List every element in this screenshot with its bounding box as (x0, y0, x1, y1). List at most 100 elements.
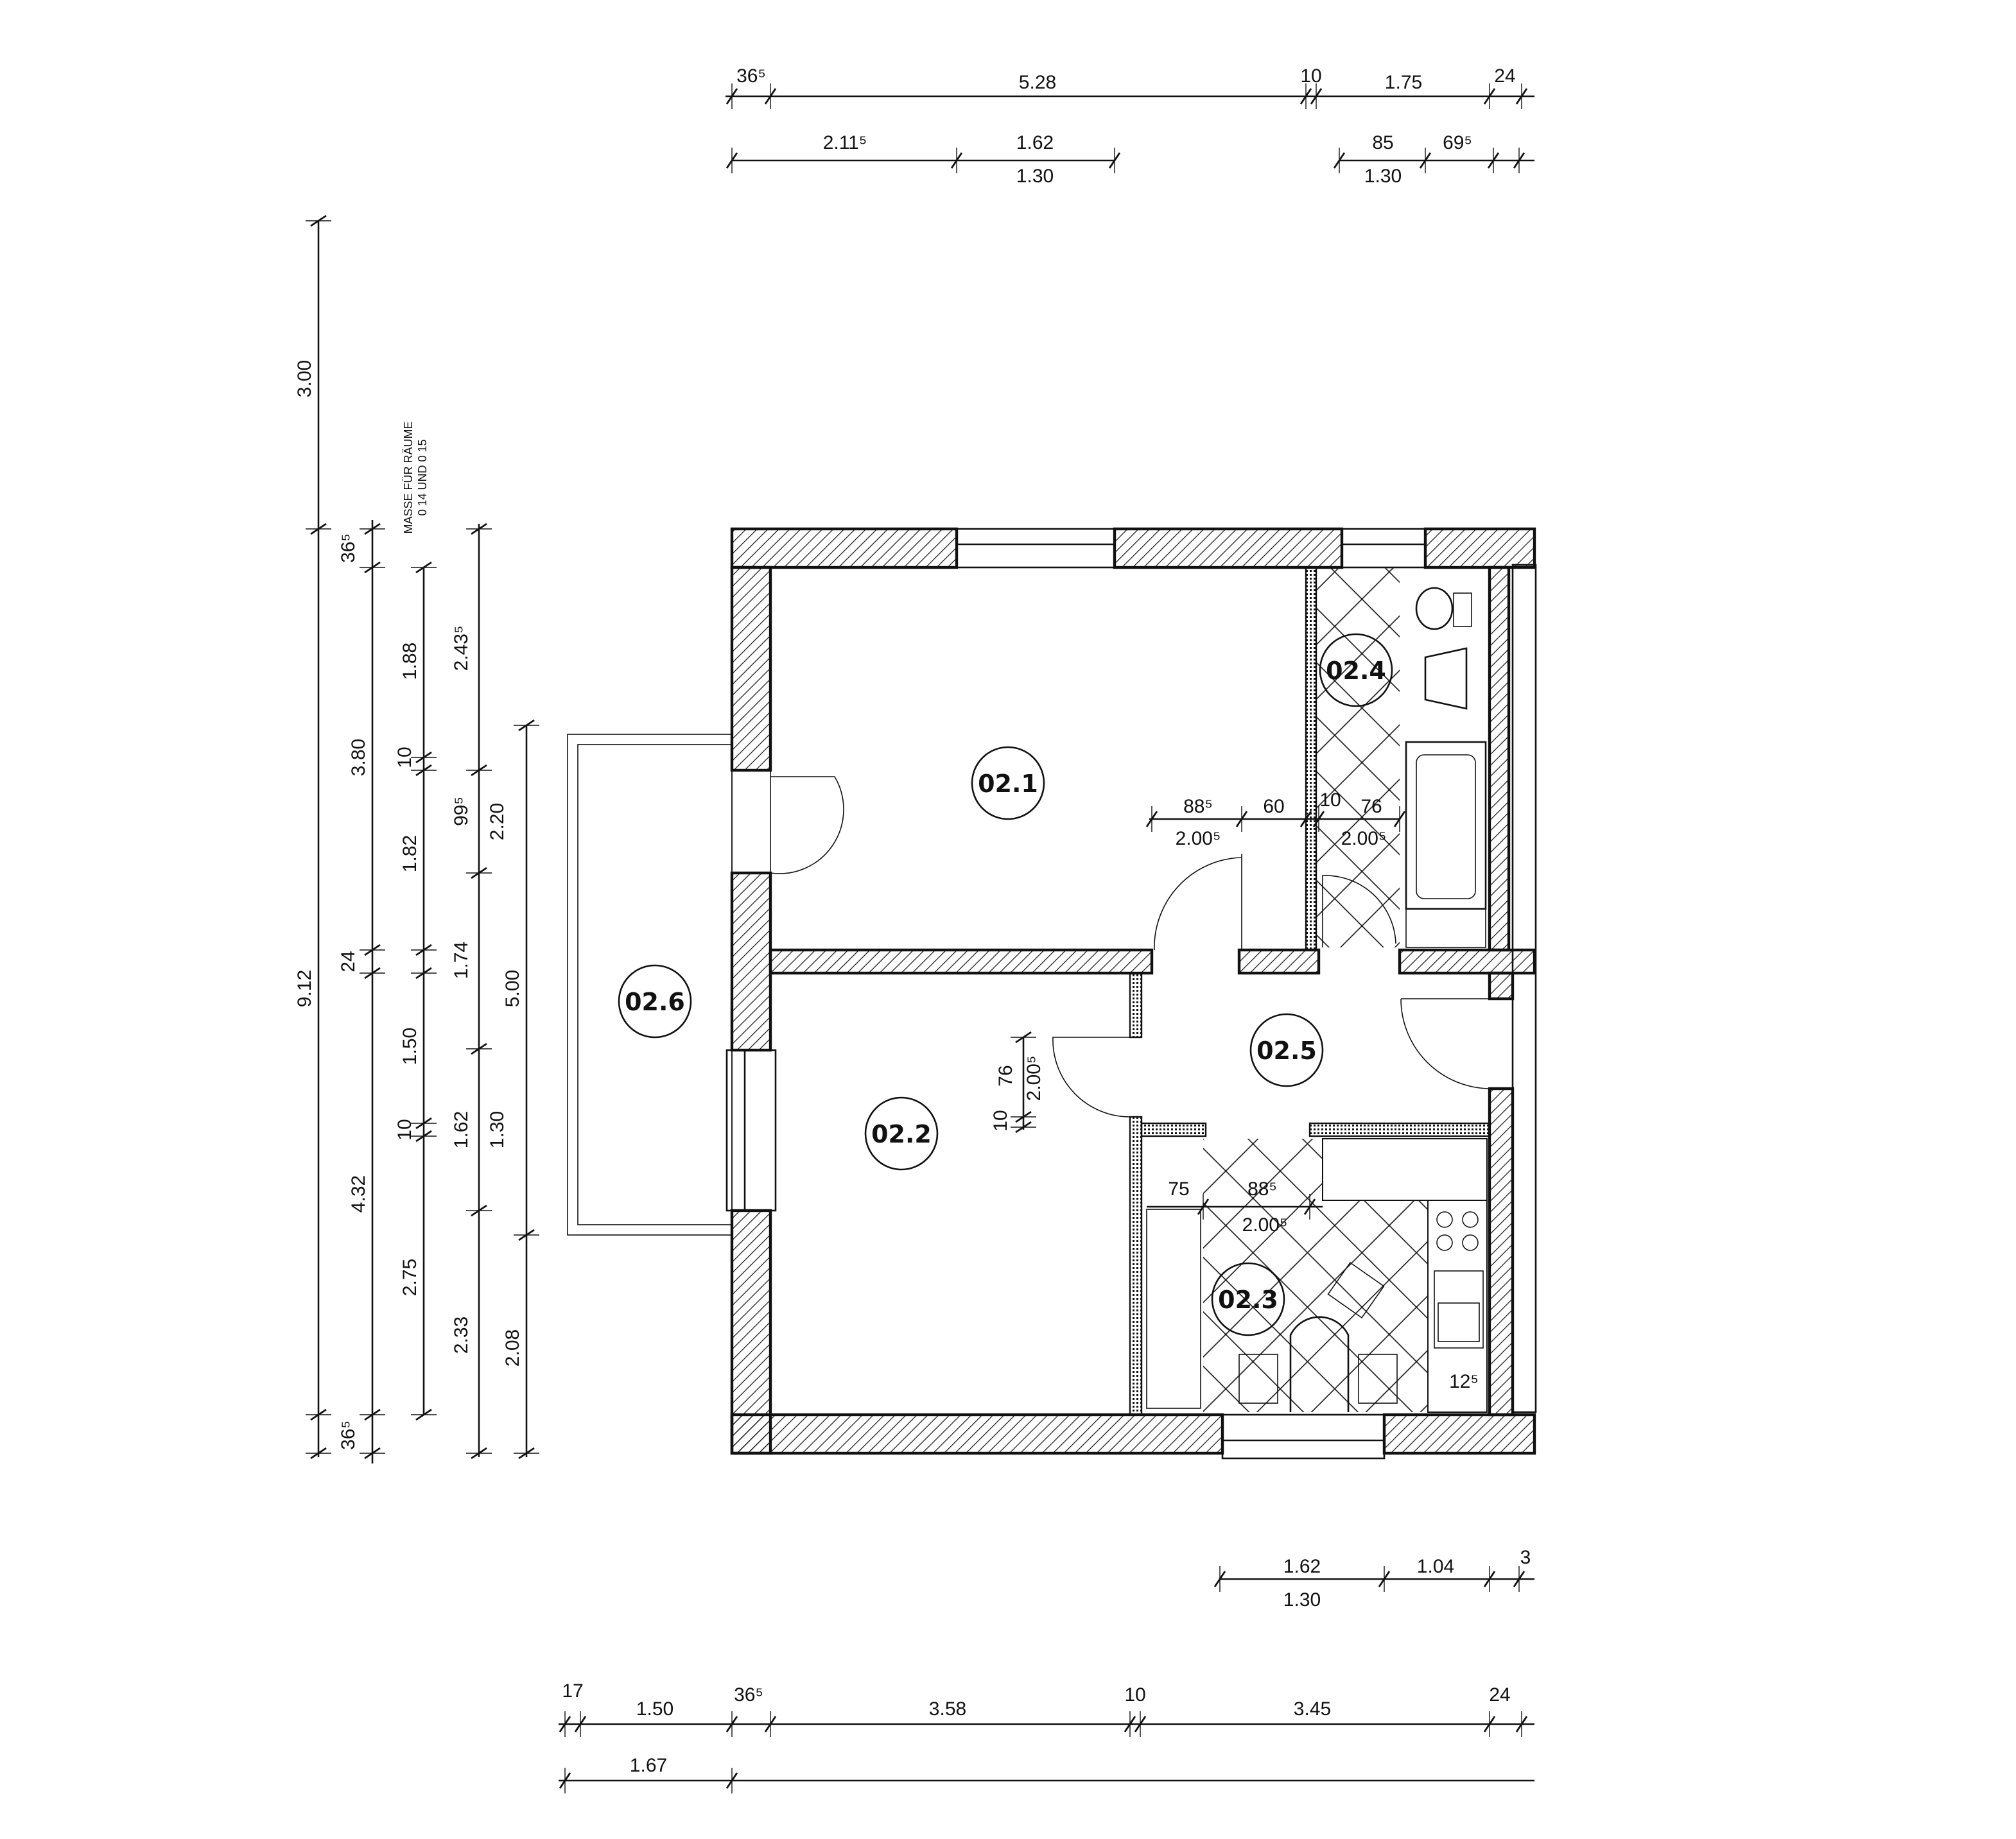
dimension-line (764, 88, 777, 105)
dim-label: 2.08 (502, 1329, 523, 1367)
dimension-line (1213, 1571, 1226, 1587)
dimension-line (1483, 1571, 1496, 1587)
dim-label: 2.75 (399, 1259, 421, 1296)
dim-label: 10 (1319, 790, 1341, 811)
dimension-line (1124, 1716, 1136, 1732)
dim-label: 10 (1124, 1684, 1145, 1705)
room-label: 02.1 (978, 770, 1038, 798)
dim-label: 60 (1263, 796, 1284, 817)
dim-label: 2.11⁵ (823, 132, 867, 153)
dim-label: 2.00⁵ (1242, 1214, 1288, 1236)
dimension-line (726, 1716, 738, 1732)
room-label: 02.5 (1256, 1037, 1317, 1065)
dimension-line (1299, 811, 1312, 827)
dim-label: 3.58 (929, 1698, 966, 1720)
bottom-dimensions: 1.62 1.30 1.04 3 17 1.50 36⁵ 3.58 10 3.4… (562, 1547, 1531, 1776)
dim-label: 85 (1372, 132, 1393, 153)
dimension-lines (306, 83, 1534, 1793)
dimension-line (364, 944, 381, 956)
room-02-1[interactable]: 02.1 (971, 746, 1045, 820)
dimension-line (364, 1447, 381, 1460)
dimension-line (1197, 1198, 1210, 1215)
dimension-line (364, 561, 381, 574)
interior-dimensions: 88⁵ 2.00⁵ 60 10 76 2.00⁵ 76 2.00⁵ 10 75 … (990, 790, 1479, 1392)
dim-label: 3 (1520, 1547, 1531, 1568)
room-02-4[interactable]: 02.4 (1319, 633, 1393, 707)
dimension-line (764, 1716, 777, 1732)
dimension-line (1310, 88, 1323, 105)
dimension-line (726, 152, 738, 169)
dimension-line (1108, 152, 1121, 169)
dim-label: 88⁵ (1247, 1179, 1277, 1200)
dimension-line (364, 1408, 381, 1421)
dim-label: 1.62 (1283, 1556, 1321, 1577)
fixtures (567, 587, 1487, 1412)
dimension-line (518, 1447, 535, 1460)
dimension-line (950, 152, 963, 169)
dimension-line (1235, 811, 1248, 827)
dim-label: 36⁵ (338, 1420, 359, 1450)
room-02-5[interactable]: 02.5 (1249, 1013, 1324, 1087)
dim-label: 1.30 (1364, 166, 1402, 187)
dimension-line (1333, 152, 1346, 169)
dimension-line (364, 522, 381, 535)
room-02-2[interactable]: 02.2 (864, 1096, 939, 1171)
windows (726, 528, 1537, 1460)
dim-label: 2.00⁵ (1023, 1056, 1045, 1101)
dimension-line (1515, 88, 1528, 105)
dimension-line (471, 867, 487, 879)
dim-label: 2.00⁵ (1176, 828, 1221, 849)
dim-label: 1.62 (1016, 132, 1054, 153)
left-dimensions: 3.00 9.12 36⁵ 3.80 24 4.32 36⁵ 1.88 10 1… (294, 360, 523, 1450)
dimension-line (471, 1042, 487, 1055)
dim-label: 10 (990, 1110, 1011, 1131)
dim-label: 76 (995, 1065, 1016, 1086)
dimension-line (559, 1716, 571, 1732)
dim-label: 3.45 (1294, 1698, 1331, 1720)
dim-label: 5.00 (502, 970, 523, 1007)
dim-label: 2.43⁵ (451, 626, 472, 671)
dimension-line (1513, 1571, 1525, 1587)
dim-label: 75 (1168, 1179, 1189, 1200)
dim-label: 4.32 (348, 1175, 369, 1213)
dim-label: 17 (562, 1680, 583, 1702)
dimension-line (310, 1408, 327, 1421)
walls (730, 527, 1536, 1455)
bath-tile-floor (1316, 567, 1400, 947)
dim-label: 36⁵ (736, 65, 766, 87)
dim-label: 2.33 (451, 1317, 472, 1354)
room-label: 02.4 (1326, 657, 1386, 685)
dimension-line (471, 1447, 487, 1460)
dim-label: 2.20 (487, 803, 508, 840)
dimension-line (471, 1204, 487, 1217)
dimension-line (310, 1447, 327, 1460)
room-02-6[interactable]: 02.6 (618, 964, 692, 1039)
dim-label: 1.62 (451, 1111, 472, 1148)
dimension-line (1393, 811, 1406, 827)
dimension-line (415, 944, 432, 956)
room-02-3[interactable]: 02.3 (1211, 1262, 1285, 1336)
dimension-line (1015, 1121, 1032, 1134)
note-line-2: 0 14 UND 0 15 (416, 439, 429, 515)
dim-label: 1.75 (1385, 72, 1422, 93)
dim-label: 88⁵ (1183, 796, 1213, 817)
dim-label: 1.50 (399, 1028, 421, 1065)
dim-label: 99⁵ (451, 797, 472, 826)
note-line-1: MASSE FÜR RÄUME (402, 421, 415, 533)
dimension-line (364, 967, 381, 980)
dimension-line (1487, 152, 1500, 169)
dimension-line (559, 1772, 571, 1789)
doors (770, 770, 1490, 1118)
dim-label: 1.82 (399, 835, 421, 872)
dimension-line (471, 764, 487, 777)
dimension-line (310, 522, 327, 535)
dimension-line (415, 1117, 432, 1130)
dimension-line (574, 1716, 587, 1732)
dim-label: 10 (1300, 65, 1321, 87)
dim-label: 69⁵ (1443, 132, 1472, 153)
dimension-line (1145, 811, 1158, 827)
dim-label: 3.00 (294, 360, 315, 397)
dim-label: 10 (394, 747, 415, 768)
dimension-line (518, 719, 535, 732)
